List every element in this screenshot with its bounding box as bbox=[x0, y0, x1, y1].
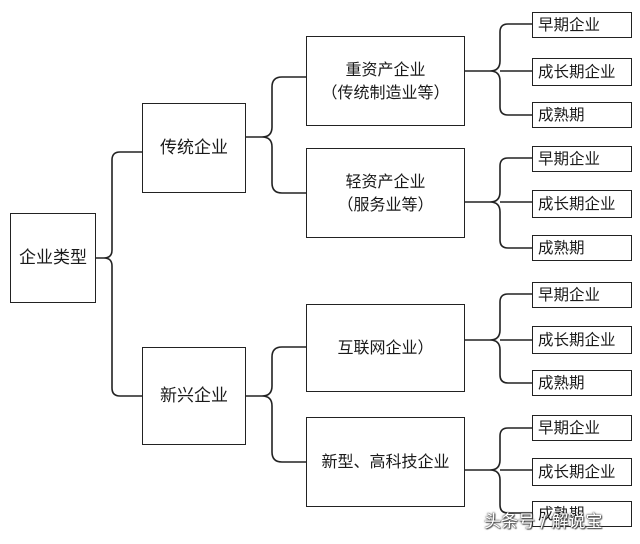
stage-mature: 成熟期 bbox=[532, 102, 632, 128]
group-high-tech-line1: 新型、高科技企业 bbox=[321, 452, 450, 472]
stage-growth: 成长期企业 bbox=[532, 190, 632, 218]
root-node-label: 企业类型 bbox=[19, 247, 87, 268]
stage-mature: 成熟期 bbox=[532, 370, 632, 396]
connector-root-to-categories bbox=[96, 151, 142, 397]
stage-label: 成熟期 bbox=[538, 373, 585, 392]
stage-label: 成熟期 bbox=[538, 238, 585, 257]
connector-emerging-to-groups bbox=[246, 346, 306, 463]
group-heavy-asset-line1: 重资产企业 bbox=[345, 59, 426, 79]
stage-label: 早期企业 bbox=[538, 418, 601, 437]
stage-early: 早期企业 bbox=[532, 415, 632, 441]
category-emerging: 新兴企业 bbox=[142, 347, 246, 445]
stage-growth: 成长期企业 bbox=[532, 458, 632, 486]
stage-label: 早期企业 bbox=[538, 15, 601, 34]
stage-label: 早期企业 bbox=[538, 285, 601, 304]
watermark: 头条号 / 解说宝 bbox=[484, 512, 603, 532]
stage-mature: 成熟期 bbox=[532, 501, 632, 527]
stage-early: 早期企业 bbox=[532, 282, 632, 308]
group-high-tech: 新型、高科技企业 bbox=[306, 417, 465, 507]
connector-group3-to-stages bbox=[465, 293, 532, 384]
stage-label: 成长期企业 bbox=[538, 462, 616, 481]
category-traditional-label: 传统企业 bbox=[160, 137, 228, 158]
stage-label: 早期企业 bbox=[538, 149, 601, 168]
stage-label: 成长期企业 bbox=[538, 194, 616, 213]
stage-label: 成长期企业 bbox=[538, 330, 616, 349]
stage-label: 成长期企业 bbox=[538, 62, 616, 81]
group-light-asset-line2: （服务业等） bbox=[337, 195, 434, 214]
stage-label: 成熟期 bbox=[538, 105, 585, 124]
group-light-asset: 轻资产企业 （服务业等） bbox=[306, 148, 465, 238]
stage-early: 早期企业 bbox=[532, 146, 632, 172]
category-emerging-label: 新兴企业 bbox=[160, 385, 228, 406]
stage-early: 早期企业 bbox=[532, 12, 632, 38]
category-traditional: 传统企业 bbox=[142, 103, 246, 193]
stage-label: 成熟期 bbox=[538, 504, 585, 523]
connector-group2-to-stages bbox=[465, 157, 532, 249]
connector-group1-to-stages bbox=[465, 23, 532, 116]
root-node: 企业类型 bbox=[10, 213, 96, 303]
group-light-asset-line1: 轻资产企业 bbox=[345, 171, 426, 191]
group-internet: 互联网企业） bbox=[306, 304, 465, 392]
group-internet-line1: 互联网企业） bbox=[337, 338, 434, 358]
connector-group4-to-stages bbox=[465, 427, 532, 514]
stage-mature: 成熟期 bbox=[532, 235, 632, 261]
group-heavy-asset-line2: （传统制造业等） bbox=[321, 83, 450, 102]
connector-traditional-to-groups bbox=[246, 76, 306, 194]
stage-growth: 成长期企业 bbox=[532, 58, 632, 86]
group-heavy-asset: 重资产企业 （传统制造业等） bbox=[306, 36, 465, 126]
stage-growth: 成长期企业 bbox=[532, 326, 632, 354]
